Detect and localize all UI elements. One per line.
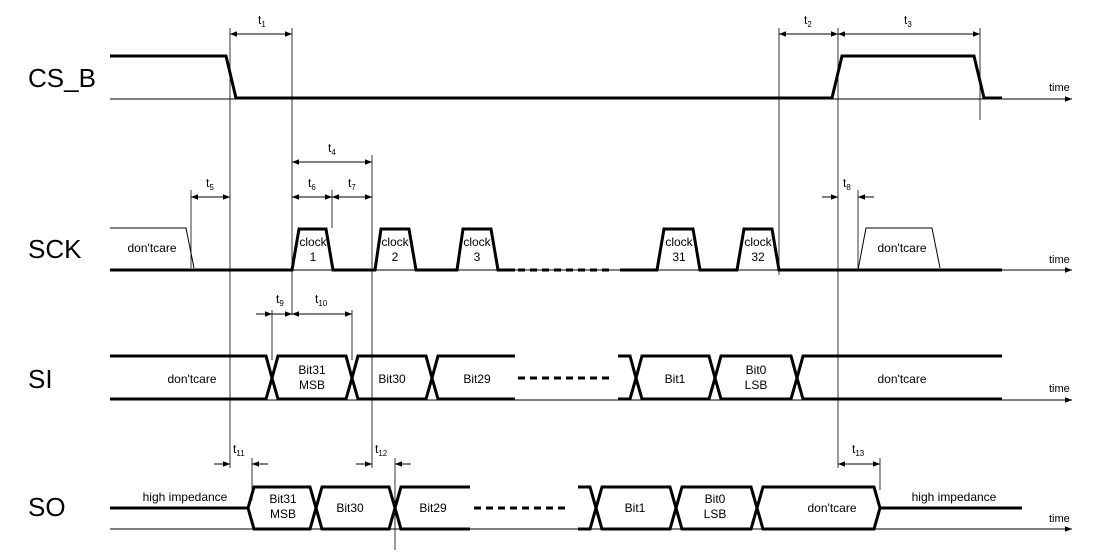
timing-label-t11: t11 [233, 442, 245, 458]
si-bit-label: Bit0 [746, 363, 767, 377]
timing-label-t13: t13 [852, 442, 865, 458]
clock-number: 2 [392, 250, 399, 264]
time-axis-label: time [1049, 82, 1070, 94]
si-waveform [110, 354, 1002, 401]
si-dontcare-right: don'tcare [878, 372, 927, 386]
timing-arrows [191, 31, 980, 467]
timing-labels: t1 t2 t3 t4 t5 t6 t7 t8 t9 t10 t11 t12 t… [206, 13, 912, 458]
so-bit-sublabel: MSB [270, 507, 296, 521]
timing-label-t10: t10 [315, 292, 328, 308]
cs-b-waveform [110, 54, 1002, 100]
timing-label-t12: t12 [375, 442, 388, 458]
so-dontcare: don'tcare [808, 501, 857, 515]
time-axis-label: time [1049, 383, 1070, 395]
so-bit-label: Bit0 [705, 492, 726, 506]
sck-dontcare-right: don'tcare [878, 241, 927, 255]
si-bit-sublabel: MSB [299, 378, 325, 392]
si-bit-label: Bit31 [298, 363, 326, 377]
so-high-impedance-right: high impedance [912, 490, 997, 504]
timing-label-t8: t8 [843, 176, 851, 192]
so-bit-label: Bit30 [336, 501, 364, 515]
time-axis-label: time [1049, 513, 1070, 525]
so-bit-label: Bit1 [625, 501, 646, 515]
so-bit-label: Bit29 [419, 501, 447, 515]
clock-number: 1 [310, 250, 317, 264]
clock-label: clock [299, 235, 327, 249]
reference-lines [190, 28, 981, 550]
clock-label: clock [744, 235, 772, 249]
timing-label-t6: t6 [308, 176, 316, 192]
clock-label: clock [381, 235, 409, 249]
si-bit-labels: don'tcare Bit31 MSB Bit30 Bit29 Bit1 Bit… [168, 363, 927, 392]
signal-label-cs-b: CS_B [28, 63, 96, 93]
timing-label-t3: t3 [904, 13, 912, 29]
si-bit-label: Bit29 [463, 372, 491, 386]
si-bit-label: Bit1 [665, 372, 686, 386]
sck-waveform [110, 227, 1002, 272]
signal-label-si: SI [28, 364, 53, 394]
signal-label-so: SO [28, 492, 66, 522]
so-high-impedance-left: high impedance [143, 490, 228, 504]
timing-label-t1: t1 [258, 13, 266, 29]
time-axis-label: time [1049, 254, 1070, 266]
so-bit-labels: high impedance Bit31 MSB Bit30 Bit29 Bit… [143, 490, 997, 521]
timing-label-t5: t5 [206, 176, 214, 192]
timing-label-t9: t9 [276, 292, 284, 308]
timing-label-t2: t2 [804, 13, 812, 29]
timing-label-t4: t4 [328, 141, 336, 157]
si-bit-sublabel: LSB [745, 378, 768, 392]
so-waveform [110, 485, 1022, 531]
clock-label: clock [463, 235, 491, 249]
sck-dontcare-left: don'tcare [128, 241, 177, 255]
clock-label: clock [665, 235, 693, 249]
so-bit-sublabel: LSB [704, 507, 727, 521]
si-bit-label: Bit30 [378, 372, 406, 386]
signal-label-sck: SCK [28, 234, 82, 264]
sck-clock-labels: clock 1 clock 2 clock 3 clock 31 clock 3… [299, 235, 772, 264]
so-bit-label: Bit31 [269, 492, 297, 506]
timing-label-t7: t7 [348, 176, 356, 192]
clock-number: 32 [751, 250, 765, 264]
clock-number: 3 [474, 250, 481, 264]
clock-number: 31 [672, 250, 686, 264]
si-dontcare-left: don'tcare [168, 372, 217, 386]
